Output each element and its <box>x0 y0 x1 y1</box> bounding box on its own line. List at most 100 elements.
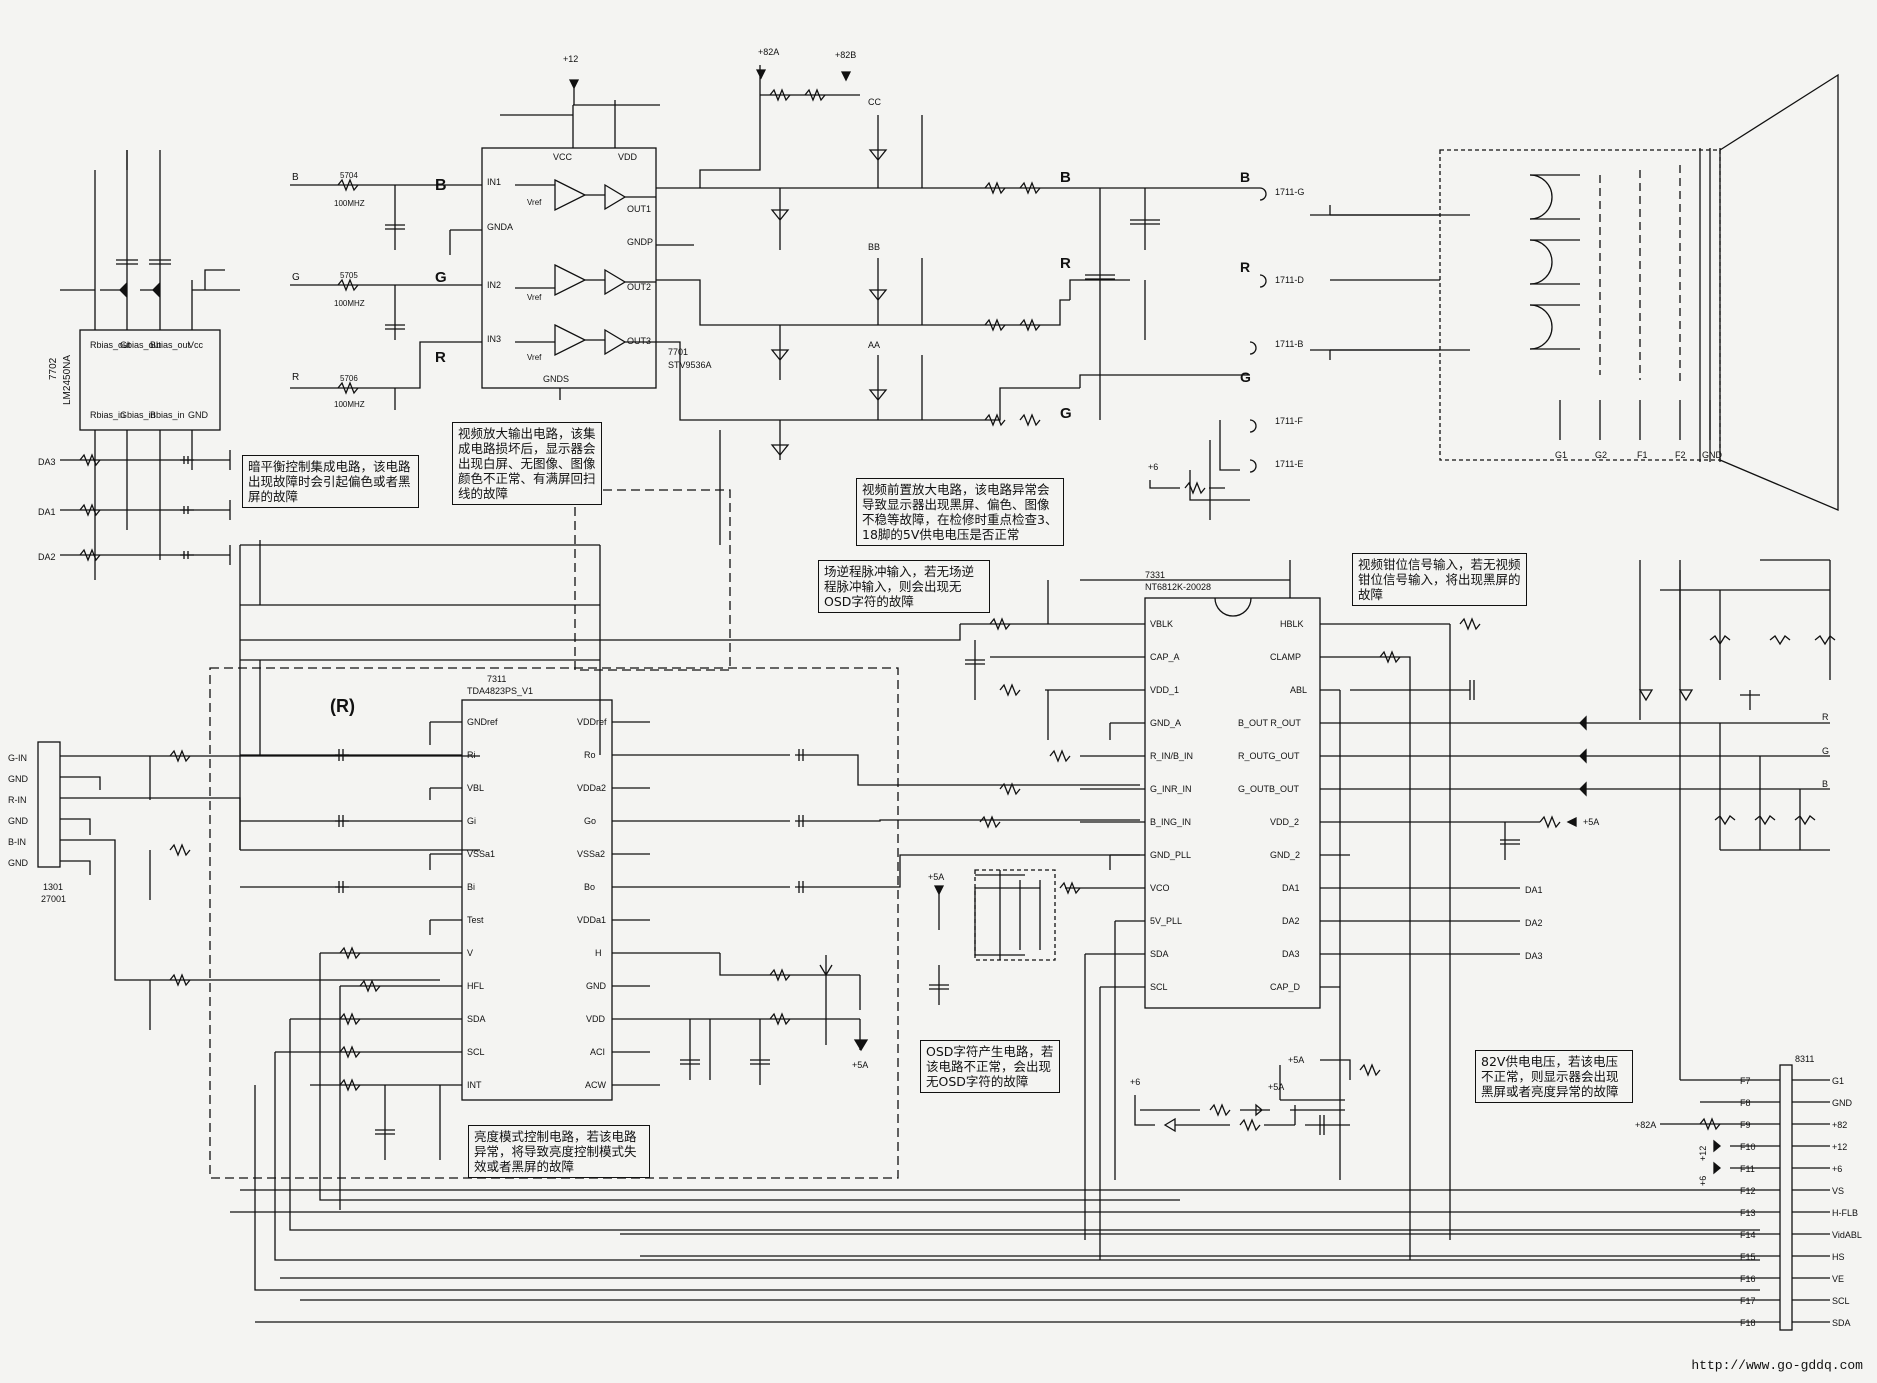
sig-r-in: R <box>292 372 299 383</box>
svg-text:VDD: VDD <box>586 1014 606 1024</box>
svg-text:100MHZ: 100MHZ <box>334 299 365 308</box>
svg-text:ACI: ACI <box>590 1047 605 1057</box>
svg-text:Gi: Gi <box>467 816 476 826</box>
svg-text:Bbias_out: Bbias_out <box>150 340 191 350</box>
svg-text:7311: 7311 <box>487 674 506 684</box>
socket-1711-g: 1711-G <box>1275 187 1304 197</box>
svg-text:V: V <box>467 948 473 958</box>
svg-text:B_OUT R_OUT: B_OUT R_OUT <box>1238 718 1301 728</box>
sig-plus82a: +82A <box>758 47 779 57</box>
note-clamp-signal: 视频钳位信号输入，若无视频钳位信号输入，将出现黑屏的故障 <box>1352 553 1527 606</box>
svg-text:R: R <box>435 349 446 366</box>
svg-text:SCL: SCL <box>1832 1296 1850 1306</box>
socket-1711-f: 1711-F <box>1275 416 1303 426</box>
svg-text:F14: F14 <box>1740 1230 1756 1240</box>
svg-text:F7: F7 <box>1740 1076 1751 1086</box>
svg-text:CAP_D: CAP_D <box>1270 982 1301 992</box>
svg-text:DA1: DA1 <box>1282 883 1300 893</box>
ic-7702-part: LM2450NA <box>62 355 73 405</box>
socket-1711-d: 1711-D <box>1275 275 1304 285</box>
svg-text:F2: F2 <box>1675 450 1686 460</box>
note-brightness-mode: 亮度模式控制电路，若该电路异常，将导致亮度控制模式失效或者黑屏的故障 <box>468 1125 650 1178</box>
svg-text:R_IN/B_IN: R_IN/B_IN <box>1150 751 1193 761</box>
svg-text:G-IN: G-IN <box>8 753 27 763</box>
sig-plus5a-right: +5A <box>1583 817 1599 827</box>
sig-plus5a-osd: +5A <box>928 872 944 882</box>
sig-plus6-conn: +6 <box>1698 1176 1708 1186</box>
svg-text:DA2: DA2 <box>38 552 56 562</box>
sig-cc: CC <box>868 97 881 107</box>
svg-text:DA3: DA3 <box>1282 949 1300 959</box>
svg-text:GNDA: GNDA <box>487 222 513 232</box>
sig-aa: AA <box>868 340 880 350</box>
svg-text:VSSa1: VSSa1 <box>467 849 495 859</box>
svg-text:Rbias_out: Rbias_out <box>90 340 131 350</box>
svg-text:VDDref: VDDref <box>577 717 607 727</box>
svg-text:SCL: SCL <box>1150 982 1168 992</box>
svg-text:GNDref: GNDref <box>467 717 498 727</box>
svg-text:VS: VS <box>1832 1186 1844 1196</box>
sig-plus82b: +82B <box>835 50 856 60</box>
svg-text:GND: GND <box>188 410 209 420</box>
svg-text:G2: G2 <box>1595 450 1607 460</box>
svg-text:G: G <box>435 269 447 286</box>
svg-text:DA2: DA2 <box>1525 918 1543 928</box>
sig-plus82a-conn: +82A <box>1635 1120 1656 1130</box>
svg-text:G_INR_IN: G_INR_IN <box>1150 784 1192 794</box>
ic-7701-body <box>481 147 657 389</box>
svg-text:GND_2: GND_2 <box>1270 850 1300 860</box>
socket-1711-b: 1711-B <box>1275 339 1303 349</box>
sig-plus6-top: +6 <box>1148 462 1158 472</box>
svg-text:F13: F13 <box>1740 1208 1756 1218</box>
svg-text:Ro: Ro <box>584 750 596 760</box>
svg-text:ACW: ACW <box>585 1080 607 1090</box>
svg-text:B-IN: B-IN <box>8 837 26 847</box>
svg-text:GND: GND <box>1702 450 1723 460</box>
svg-text:VSSa2: VSSa2 <box>577 849 605 859</box>
svg-text:G: G <box>1060 405 1072 422</box>
crt-neck <box>1310 73 1839 511</box>
svg-text:100MHZ: 100MHZ <box>334 199 365 208</box>
svg-text:GND: GND <box>8 774 29 784</box>
svg-text:ABL: ABL <box>1290 685 1307 695</box>
svg-text:5704: 5704 <box>340 171 358 180</box>
note-flyback-pulse: 场逆程脉冲输入，若无场逆程脉冲输入，则会出现无OSD字符的故障 <box>818 560 990 613</box>
svg-text:G1: G1 <box>1555 450 1567 460</box>
svg-text:HS: HS <box>1832 1252 1845 1262</box>
svg-text:G: G <box>1240 369 1251 385</box>
svg-text:GND: GND <box>8 858 29 868</box>
svg-text:OUT1: OUT1 <box>627 204 651 214</box>
svg-text:R: R <box>1822 712 1829 722</box>
svg-text:VDD_1: VDD_1 <box>1150 685 1179 695</box>
sig-plus5a-bottom: +5A <box>1288 1055 1304 1065</box>
svg-text:IN1: IN1 <box>487 177 501 187</box>
svg-text:G1: G1 <box>1832 1076 1844 1086</box>
svg-text:Vcc: Vcc <box>188 340 204 350</box>
svg-text:Ri: Ri <box>467 750 476 760</box>
svg-text:R: R <box>1240 259 1250 275</box>
ic-7311-body <box>461 699 613 1101</box>
svg-text:GNDS: GNDS <box>543 374 569 384</box>
svg-text:CLAMP: CLAMP <box>1270 652 1301 662</box>
svg-text:5V_PLL: 5V_PLL <box>1150 916 1182 926</box>
connector-1301-body <box>37 741 61 868</box>
svg-text:B: B <box>1060 169 1071 186</box>
note-osd-generator: OSD字符产生电路，若该电路不正常，会出现无OSD字符的故障 <box>920 1040 1060 1093</box>
svg-text:(R): (R) <box>330 696 355 716</box>
svg-text:B_ING_IN: B_ING_IN <box>1150 817 1191 827</box>
note-bias-control: 暗平衡控制集成电路，该电路出现故障时会引起偏色或者黑屏的故障 <box>242 455 419 508</box>
svg-text:Rbias_in: Rbias_in <box>90 410 125 420</box>
connector-8311-body <box>1779 1064 1793 1331</box>
ic-7702-body <box>79 329 221 431</box>
svg-text:F16: F16 <box>1740 1274 1756 1284</box>
svg-text:G: G <box>1822 746 1829 756</box>
svg-text:DA1: DA1 <box>1525 885 1543 895</box>
svg-text:DA3: DA3 <box>1525 951 1543 961</box>
svg-text:HBLK: HBLK <box>1280 619 1304 629</box>
svg-text:Test: Test <box>467 915 484 925</box>
svg-text:5706: 5706 <box>340 374 358 383</box>
svg-text:F12: F12 <box>1740 1186 1756 1196</box>
svg-text:R_OUTG_OUT: R_OUTG_OUT <box>1238 751 1300 761</box>
svg-text:F18: F18 <box>1740 1318 1756 1328</box>
